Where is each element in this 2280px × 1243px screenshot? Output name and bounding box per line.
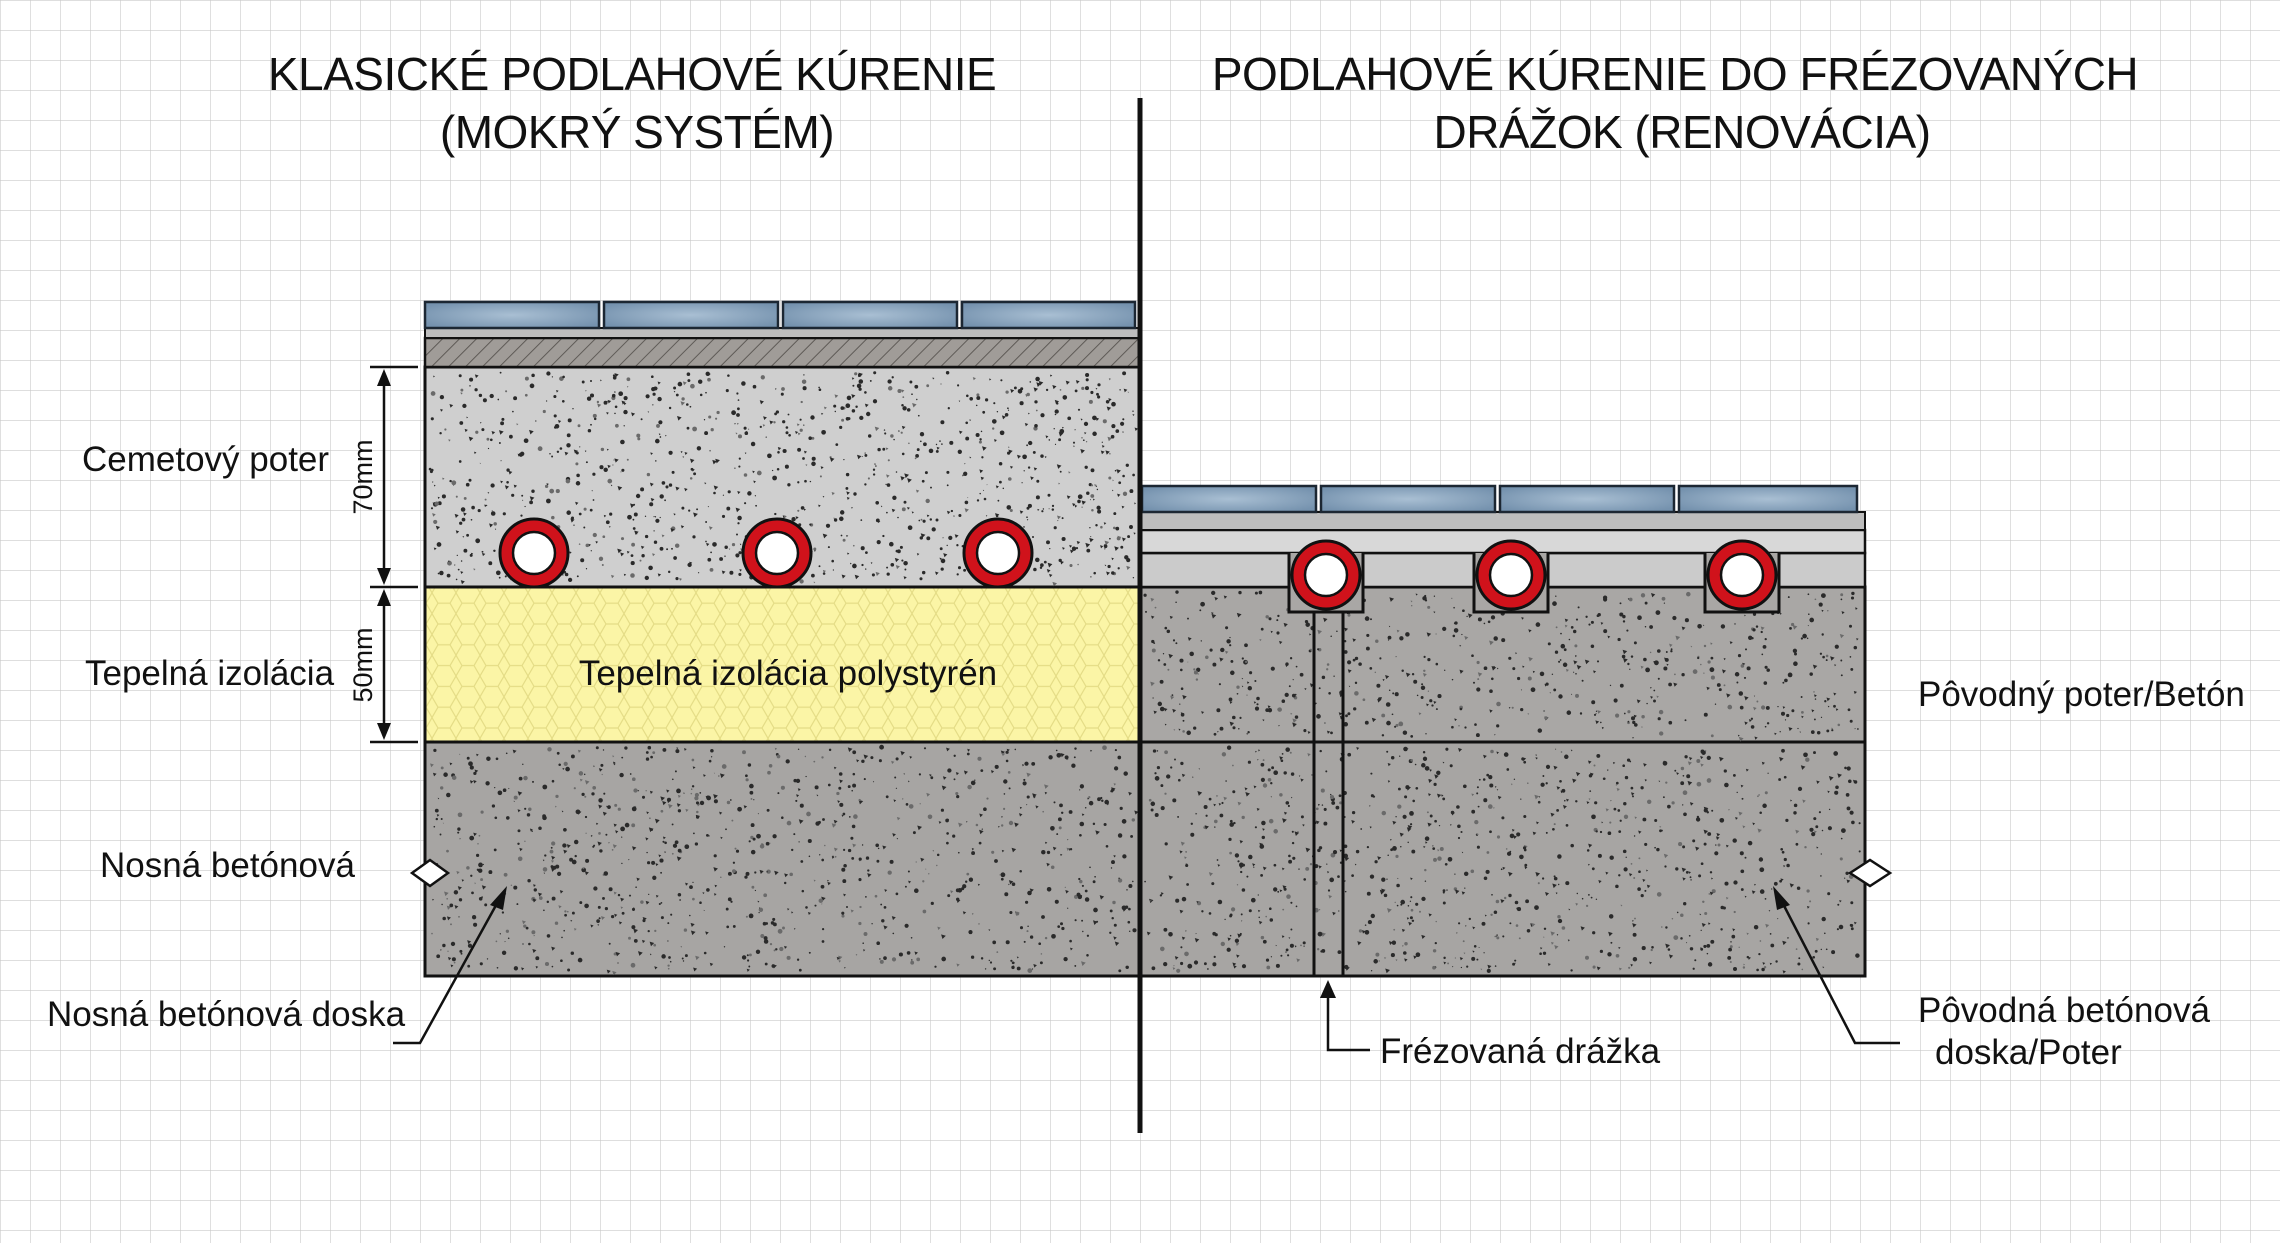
slab-side-label: Nosná betónová — [100, 846, 355, 885]
left-tile-2 — [602, 300, 780, 330]
left-cross-section — [409, 300, 1142, 978]
left-bed-layer — [424, 327, 1141, 339]
insulation-inner-label: Tepelná izolácia polystyrén — [579, 654, 997, 693]
original-slab-leader-line — [1778, 897, 1900, 1045]
screed-label: Cemetový poter — [82, 440, 329, 479]
left-tiles — [423, 300, 1137, 330]
right-bed-layer — [1139, 511, 1866, 531]
screed-dimension: 70mm — [348, 439, 378, 514]
right-original-slab — [1138, 740, 1867, 978]
slab-leader-arrow — [490, 886, 507, 910]
left-insulation-layer — [423, 585, 1142, 744]
insulation-dimension: 50mm — [348, 627, 378, 702]
groove-leader-line — [1326, 992, 1370, 1052]
left-tile-3 — [781, 300, 959, 330]
left-title-line1: KLASICKÉ PODLAHOVÉ KÚRENIE — [268, 48, 996, 100]
right-tiles — [1140, 484, 1859, 514]
dimension-lines: 70mm 50mm — [348, 365, 418, 744]
left-break-mark — [409, 858, 451, 888]
right-break-mark — [1847, 858, 1893, 888]
left-slab-texture — [429, 744, 1139, 976]
groove-leader-arrow — [1320, 980, 1336, 998]
original-slab-leader-arrow — [1773, 886, 1790, 910]
left-tile-1 — [423, 300, 601, 330]
left-heating-pipes — [498, 517, 1034, 589]
left-load-bearing-slab — [423, 740, 1142, 978]
milled-groove-label: Frézovaná drážka — [1380, 1032, 1661, 1071]
right-title-line2: DRÁŽOK (RENOVÁCIA) — [1433, 106, 1930, 158]
right-tile-4 — [1677, 484, 1859, 514]
original-slab-label-line1: Pôvodná betónová — [1918, 991, 2210, 1030]
original-slab-label-line2: doska/Poter — [1935, 1033, 2122, 1072]
left-adhesive-layer — [423, 336, 1142, 369]
right-tile-3 — [1498, 484, 1676, 514]
slab-leader-label: Nosná betónová doska — [47, 995, 406, 1034]
right-tile-2 — [1319, 484, 1497, 514]
left-title-line2: (MOKRÝ SYSTÉM) — [440, 106, 834, 158]
right-title-line1: PODLAHOVÉ KÚRENIE DO FRÉZOVANÝCH — [1212, 48, 2138, 100]
right-tile-1 — [1140, 484, 1318, 514]
left-tile-4 — [960, 300, 1137, 330]
original-screed-label: Pôvodný poter/Betón — [1918, 675, 2245, 714]
right-heating-pipes — [1290, 539, 1778, 611]
insulation-label: Tepelná izolácia — [85, 654, 335, 693]
right-screed-texture — [1143, 590, 1859, 742]
right-slab-texture — [1144, 745, 1861, 974]
slab-leader-line — [393, 897, 502, 1045]
